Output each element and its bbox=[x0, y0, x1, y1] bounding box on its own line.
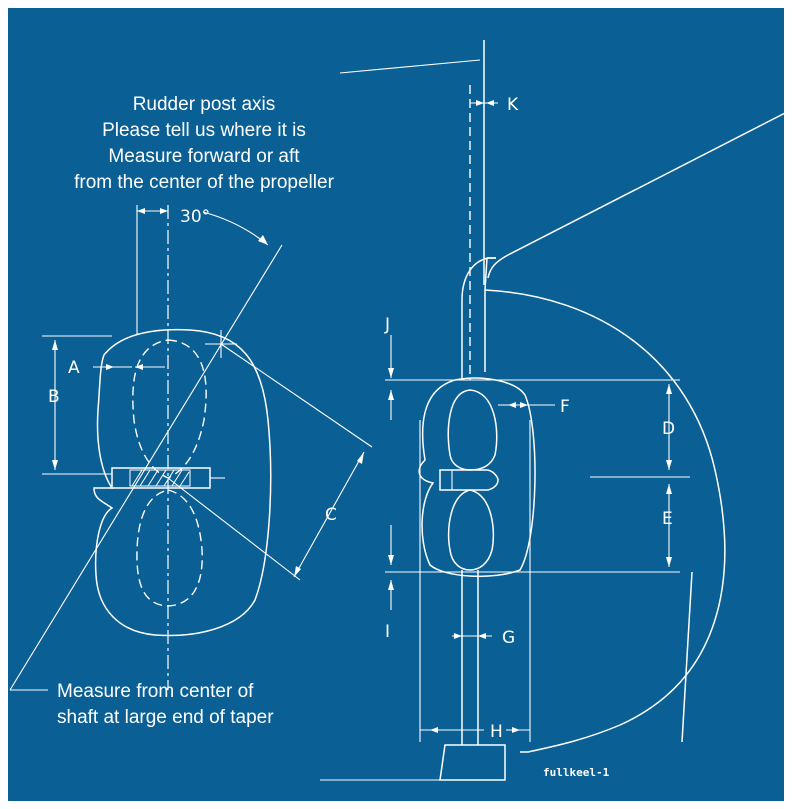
front-aperture-outline bbox=[93, 328, 272, 637]
rudder-note-line-2: Please tell us where it is bbox=[102, 120, 306, 141]
rudder-note-line-1: Rudder post axis bbox=[133, 94, 276, 115]
dim-e-arrow-bottom bbox=[666, 557, 672, 567]
shaft-note-line-2: shaft at large end of taper bbox=[57, 707, 274, 728]
hull-upper-line bbox=[487, 112, 784, 279]
angle-arc-arrow bbox=[258, 235, 268, 245]
dim-d-arrow-bottom bbox=[666, 460, 672, 470]
side-view: K bbox=[320, 40, 784, 781]
front-view: 30° bbox=[9, 205, 373, 691]
dim-c-label: C bbox=[325, 505, 337, 525]
dim-i-label: I bbox=[385, 622, 390, 642]
hull-aft-line bbox=[681, 571, 693, 743]
dim-j-label: J bbox=[384, 315, 390, 335]
side-aperture-outline bbox=[418, 377, 536, 578]
dim-h-arrow-right bbox=[512, 727, 520, 733]
dim-h-arrow-left bbox=[430, 727, 438, 733]
front-hub-hatch-box bbox=[129, 469, 191, 487]
dim-f-arrow-left bbox=[508, 402, 516, 408]
dim-b-label: B bbox=[48, 387, 60, 407]
dim-f-arrow-right bbox=[520, 402, 528, 408]
dim-d-label: D bbox=[662, 419, 675, 439]
dim-b-arrow-bottom bbox=[52, 460, 58, 470]
rudder-note-line-3: Measure forward or aft bbox=[108, 146, 300, 167]
dim-g-arrow-right bbox=[478, 633, 486, 639]
dim-d-arrow-top bbox=[666, 384, 672, 394]
dim-c-ext-bottom bbox=[167, 477, 301, 581]
dim-b-arrow-top bbox=[52, 340, 58, 350]
dim-g-label: G bbox=[502, 628, 515, 648]
dim-e-arrow-top bbox=[666, 484, 672, 494]
rudder-leader-line bbox=[339, 59, 481, 74]
front-upper-blade bbox=[132, 339, 207, 479]
side-lower-blade bbox=[447, 489, 495, 571]
dim-c-ext-top bbox=[220, 343, 373, 448]
blueprint-panel: Rudder post axis Please tell us where it… bbox=[8, 8, 784, 801]
angle-arrow-left bbox=[137, 208, 145, 214]
rudder-note-line-4: from the center of the propeller bbox=[74, 172, 334, 193]
dim-k-label: K bbox=[507, 95, 519, 115]
dim-a-label: A bbox=[68, 358, 80, 378]
propeller-drawing: Rudder post axis Please tell us where it… bbox=[9, 40, 784, 781]
drawing-tag: fullkeel-1 bbox=[543, 766, 610, 779]
dim-k-arrow-right bbox=[486, 100, 494, 106]
front-lower-blade bbox=[136, 489, 203, 607]
dim-c-line bbox=[293, 451, 365, 578]
dim-i-arrow bbox=[388, 555, 394, 565]
side-hub bbox=[439, 469, 499, 491]
shaft-note-line-1: Measure from center of bbox=[57, 681, 254, 702]
angle-arrow-right bbox=[160, 208, 168, 214]
dim-c-arrow-top bbox=[357, 452, 364, 464]
deadwood-forward bbox=[461, 257, 496, 380]
dim-e-label: E bbox=[662, 509, 673, 529]
dim-g-arrow-left bbox=[454, 633, 462, 639]
dim-h-label: H bbox=[490, 722, 503, 742]
dim-j-arrow-lower bbox=[388, 390, 394, 400]
dim-c-arrow-bottom bbox=[294, 566, 301, 577]
angle-label: 30° bbox=[180, 207, 210, 227]
aperture-outer-curve bbox=[484, 289, 726, 753]
dim-j-arrow bbox=[388, 368, 394, 378]
skeg-shoe bbox=[439, 744, 506, 781]
angle-arc bbox=[202, 211, 269, 246]
dim-k-arrow-left bbox=[476, 100, 484, 106]
side-upper-blade bbox=[447, 389, 498, 471]
dim-a-arrow-left bbox=[106, 364, 114, 370]
deadwood-post bbox=[484, 257, 496, 372]
dim-i-arrow-lower bbox=[388, 580, 394, 590]
dim-f-label: F bbox=[560, 397, 570, 417]
front-hub-hatching bbox=[131, 469, 190, 487]
